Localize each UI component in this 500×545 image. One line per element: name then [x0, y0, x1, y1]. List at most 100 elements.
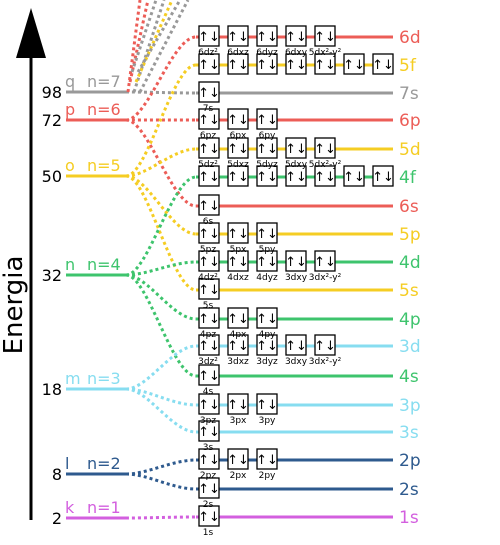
- orbital-label: 3px: [230, 416, 247, 426]
- shell-energy-value: 50: [42, 167, 62, 186]
- shell-energy-value: 32: [42, 266, 62, 285]
- orbital-rect: [227, 307, 249, 329]
- subshell-4s: 4s↑↓4s: [196, 364, 419, 397]
- orbital-label: 6py: [259, 131, 276, 141]
- shell-n-label: n=4: [87, 255, 121, 274]
- subshell-4d: 4d↑↓4dz²↑↓4dxz↑↓4dyz↑↓3dxy↑↓3dx²-y²: [196, 250, 421, 283]
- electron-pair-arrows: ↑↓: [372, 170, 394, 185]
- orbital-box: ↑↓3dx²-y²: [309, 334, 342, 367]
- shell-energy-value: 18: [42, 380, 62, 399]
- electron-pair-arrows: ↑↓: [227, 30, 249, 45]
- electron-pair-arrows: ↑↓: [198, 283, 220, 298]
- connector-3d: [125, 344, 197, 391]
- orbital-rect: [198, 477, 220, 499]
- orbital-rect: [314, 53, 336, 75]
- electron-pair-arrows: ↑↓: [198, 142, 220, 157]
- connector-offscreen: [132, 0, 166, 93]
- orbital-label: 5dxy: [285, 160, 308, 170]
- orbital-box: ↑↓6dz²: [198, 25, 220, 58]
- orbital-rect: [285, 53, 307, 75]
- orbital-rect: [198, 165, 220, 187]
- electron-pair-arrows: ↑↓: [227, 312, 249, 327]
- orbital-label: 6pz: [200, 131, 216, 141]
- electron-pair-arrows: ↑↓: [314, 30, 336, 45]
- shell-energy-value: 98: [42, 83, 62, 102]
- orbital-label: 5dyz: [256, 160, 278, 170]
- orbital-rect: [314, 334, 336, 356]
- electron-pair-arrows: ↑↓: [372, 58, 394, 73]
- orbital-rect: [227, 222, 249, 244]
- orbital-rect: [256, 334, 278, 356]
- orbital-label: 6dz²: [198, 48, 218, 58]
- orbital-rect: [227, 165, 249, 187]
- orbital-box: ↑↓3dx²-y²: [309, 250, 342, 283]
- orbital-label: 3dyz: [256, 357, 278, 367]
- orbital-rect: [256, 393, 278, 415]
- orbital-rect: [372, 165, 394, 187]
- orbital-rect: [343, 53, 365, 75]
- orbital-rect: [285, 25, 307, 47]
- orbital-label: 2py: [259, 471, 276, 481]
- orbital-box: ↑↓3dyz: [256, 334, 278, 367]
- shell-n-label: n=3: [87, 369, 121, 388]
- electron-pair-arrows: ↑↓: [198, 510, 220, 525]
- electron-pair-arrows: ↑↓: [198, 312, 220, 327]
- electron-pair-arrows: ↑↓: [256, 312, 278, 327]
- orbital-box: ↑↓3py: [256, 393, 278, 426]
- connector-offscreen: [130, 0, 158, 73]
- subshell-label: 1s: [399, 508, 419, 528]
- orbital-box: ↑↓: [343, 53, 365, 75]
- orbital-box: ↑↓5py: [256, 222, 278, 255]
- subshell-3p: 3p↑↓3pz↑↓3px↑↓3py: [196, 393, 421, 426]
- electron-pair-arrows: ↑↓: [314, 255, 336, 270]
- orbital-label: 2px: [230, 471, 247, 481]
- subshell-label: 7s: [399, 84, 419, 104]
- connector-5d: [125, 147, 197, 178]
- electron-pair-arrows: ↑↓: [227, 227, 249, 242]
- orbital-rect: [314, 165, 336, 187]
- electron-pair-arrows: ↑↓: [285, 58, 307, 73]
- orbital-box: ↑↓: [372, 53, 394, 75]
- orbital-rect: [285, 250, 307, 272]
- connector-3s: [125, 387, 197, 434]
- subshell-label: 5p: [399, 225, 421, 245]
- orbital-rect: [256, 25, 278, 47]
- orbital-rect: [227, 108, 249, 130]
- orbital-rect: [227, 25, 249, 47]
- subshell-3s: 3s↑↓3s: [196, 420, 419, 453]
- subshell-label: 5f: [399, 56, 417, 76]
- orbital-label: 5dx²-y²: [309, 48, 342, 58]
- orbital-box: ↑↓3pz: [198, 393, 220, 426]
- orbital-box: ↑↓4dyz: [256, 250, 278, 283]
- subshell-4f: 4f↑↓↑↓↑↓↑↓↑↓↑↓↑↓: [196, 165, 417, 188]
- orbital-rect: [372, 53, 394, 75]
- connector-4s: [125, 273, 197, 378]
- orbital-box: ↑↓: [198, 165, 220, 187]
- shell-letter: l: [65, 454, 69, 473]
- electron-pair-arrows: ↑↓: [285, 255, 307, 270]
- connector-offscreen: [134, 0, 174, 83]
- subshell-label: 4d: [399, 253, 421, 273]
- shell-energy-value: 8: [52, 465, 62, 484]
- orbital-box: ↑↓5dz²: [198, 137, 220, 170]
- orbital-label: 4pz: [200, 330, 216, 340]
- subshell-label: 5s: [399, 281, 419, 301]
- subshell-1s: 1s ↑↓1s: [196, 505, 419, 538]
- orbital-box: ↑↓2py: [256, 448, 278, 481]
- orbital-box: ↑↓1s: [198, 505, 220, 538]
- electron-pair-arrows: ↑↓: [314, 58, 336, 73]
- subshell-5d: 5d↑↓5dz²↑↓5dxz↑↓5dyz↑↓5dxy↑↓5dx²-y²: [196, 137, 421, 170]
- orbital-label: 3dxy: [285, 273, 308, 283]
- connector-lines: [125, 0, 197, 520]
- orbital-box: ↑↓ 5dxy: [285, 137, 308, 170]
- orbital-box: ↑↓5px: [227, 222, 249, 255]
- orbital-rect: [198, 420, 220, 442]
- electron-pair-arrows: ↑↓: [227, 255, 249, 270]
- orbital-label: 4py: [259, 330, 276, 340]
- electron-pair-arrows: ↑↓: [285, 142, 307, 157]
- subshell-2s: 2s↑↓2s: [196, 477, 419, 510]
- orbital-rect: [198, 250, 220, 272]
- shell-letter: k: [65, 498, 75, 517]
